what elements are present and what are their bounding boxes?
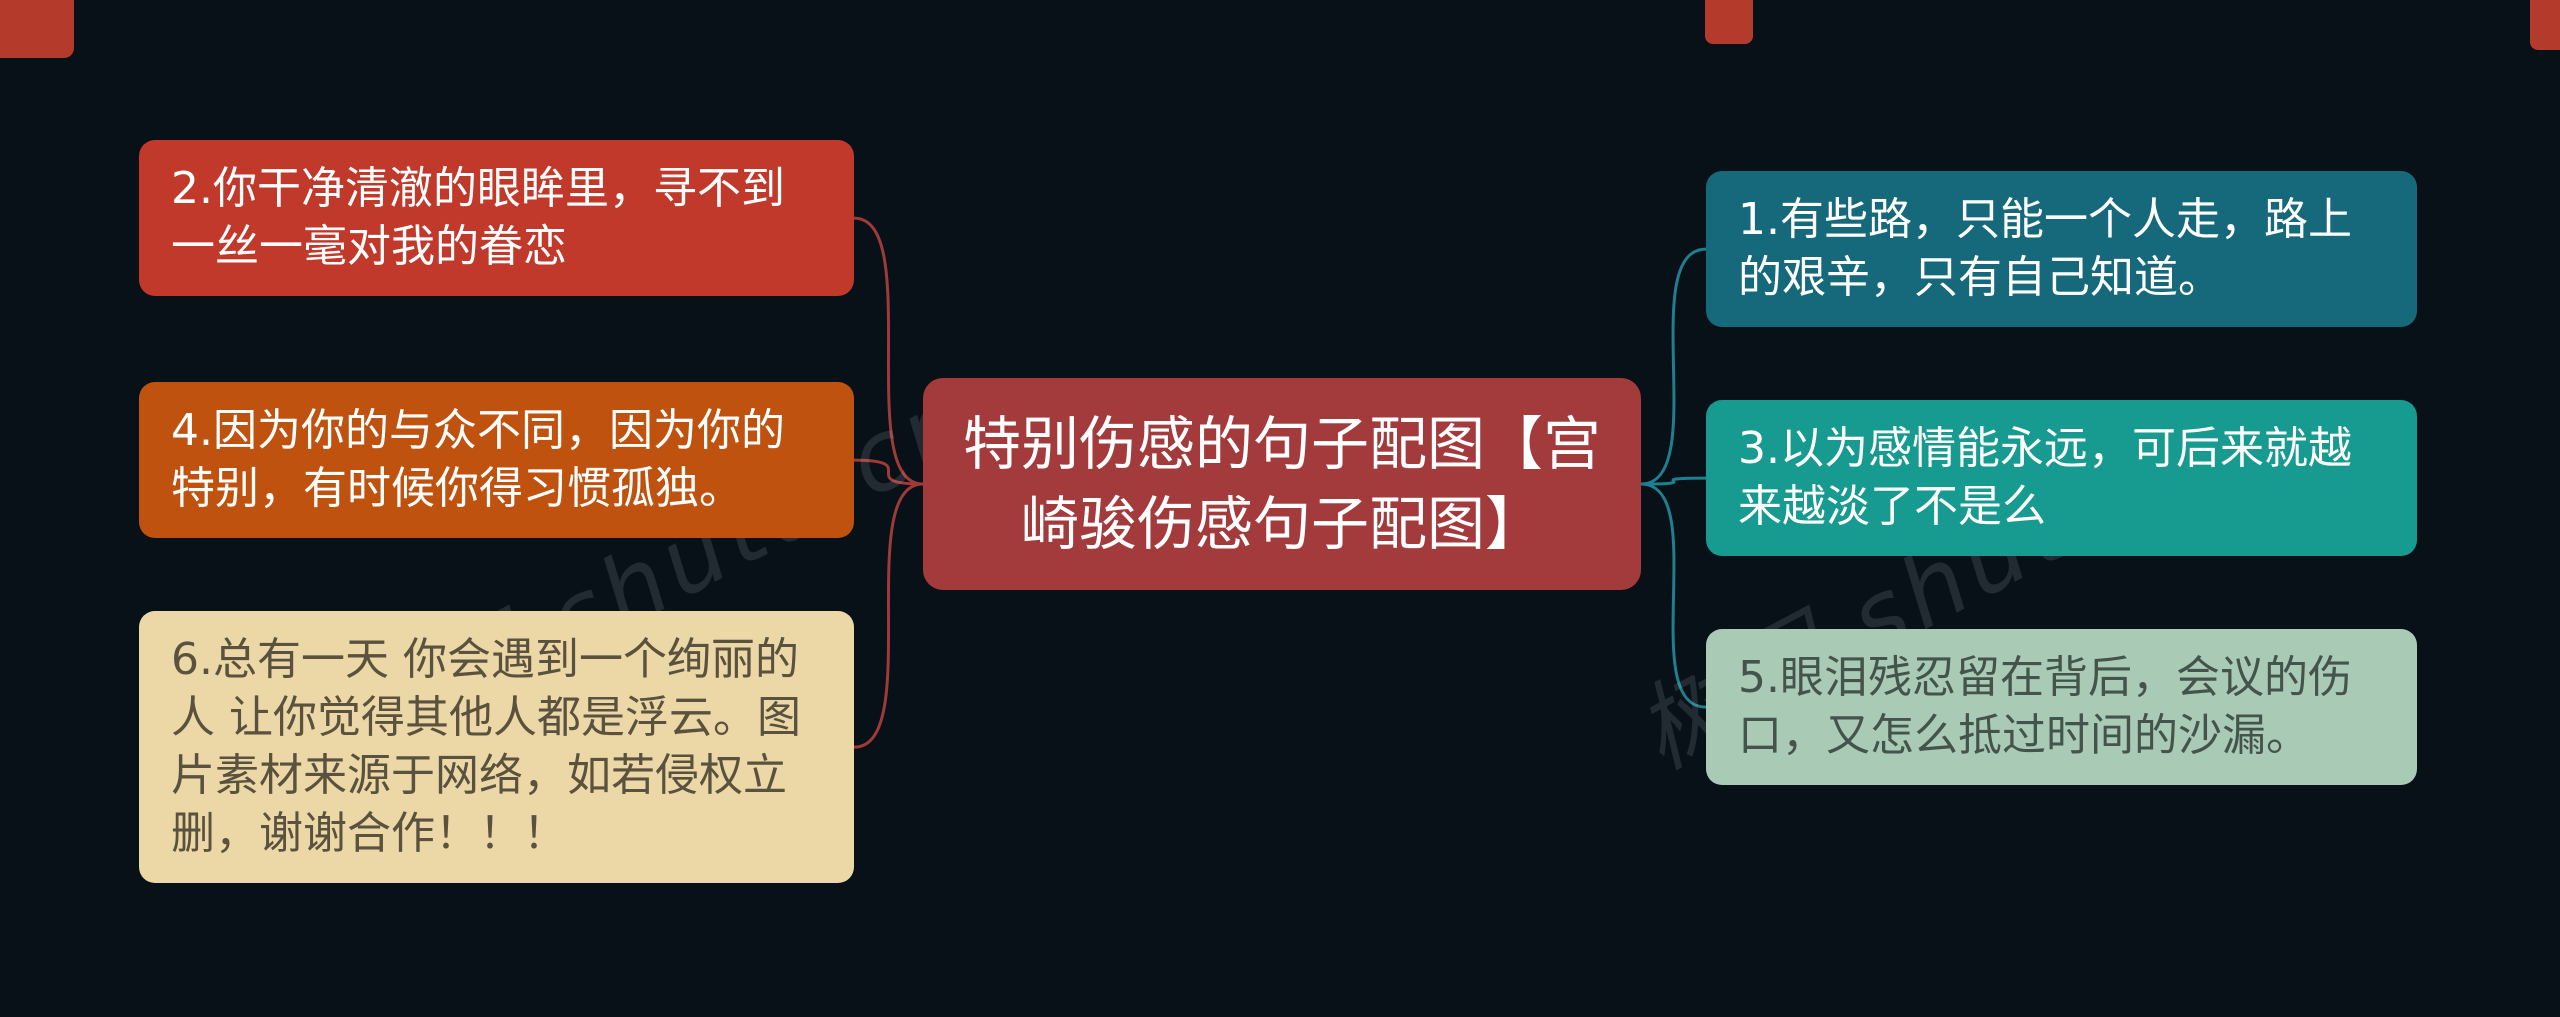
center-topic[interactable]: 特别伤感的句子配图【宫崎骏伤感句子配图】	[923, 378, 1641, 591]
topic-2[interactable]: 2.你干净清澈的眼眸里，寻不到一丝一毫对我的眷恋	[139, 140, 854, 297]
topic-4[interactable]: 4.因为你的与众不同，因为你的特别，有时候你得习惯孤独。	[139, 382, 854, 539]
topic-1[interactable]: 1.有些路，只能一个人走，路上的艰辛，只有自己知道。	[1706, 171, 2417, 328]
topic-3[interactable]: 3.以为感情能永远，可后来就越来越淡了不是么	[1706, 400, 2417, 557]
decor-red-corner-topright	[2530, 0, 2560, 50]
decor-red-corner-topleft	[0, 0, 74, 58]
topic-5[interactable]: 5.眼泪残忍留在背后，会议的伤口，又怎么抵过时间的沙漏。	[1706, 629, 2417, 786]
decor-red-fragment-top	[1705, 0, 1753, 44]
topic-6[interactable]: 6.总有一天 你会遇到一个绚丽的人 让你觉得其他人都是浮云。图片素材来源于网络，…	[139, 611, 854, 884]
